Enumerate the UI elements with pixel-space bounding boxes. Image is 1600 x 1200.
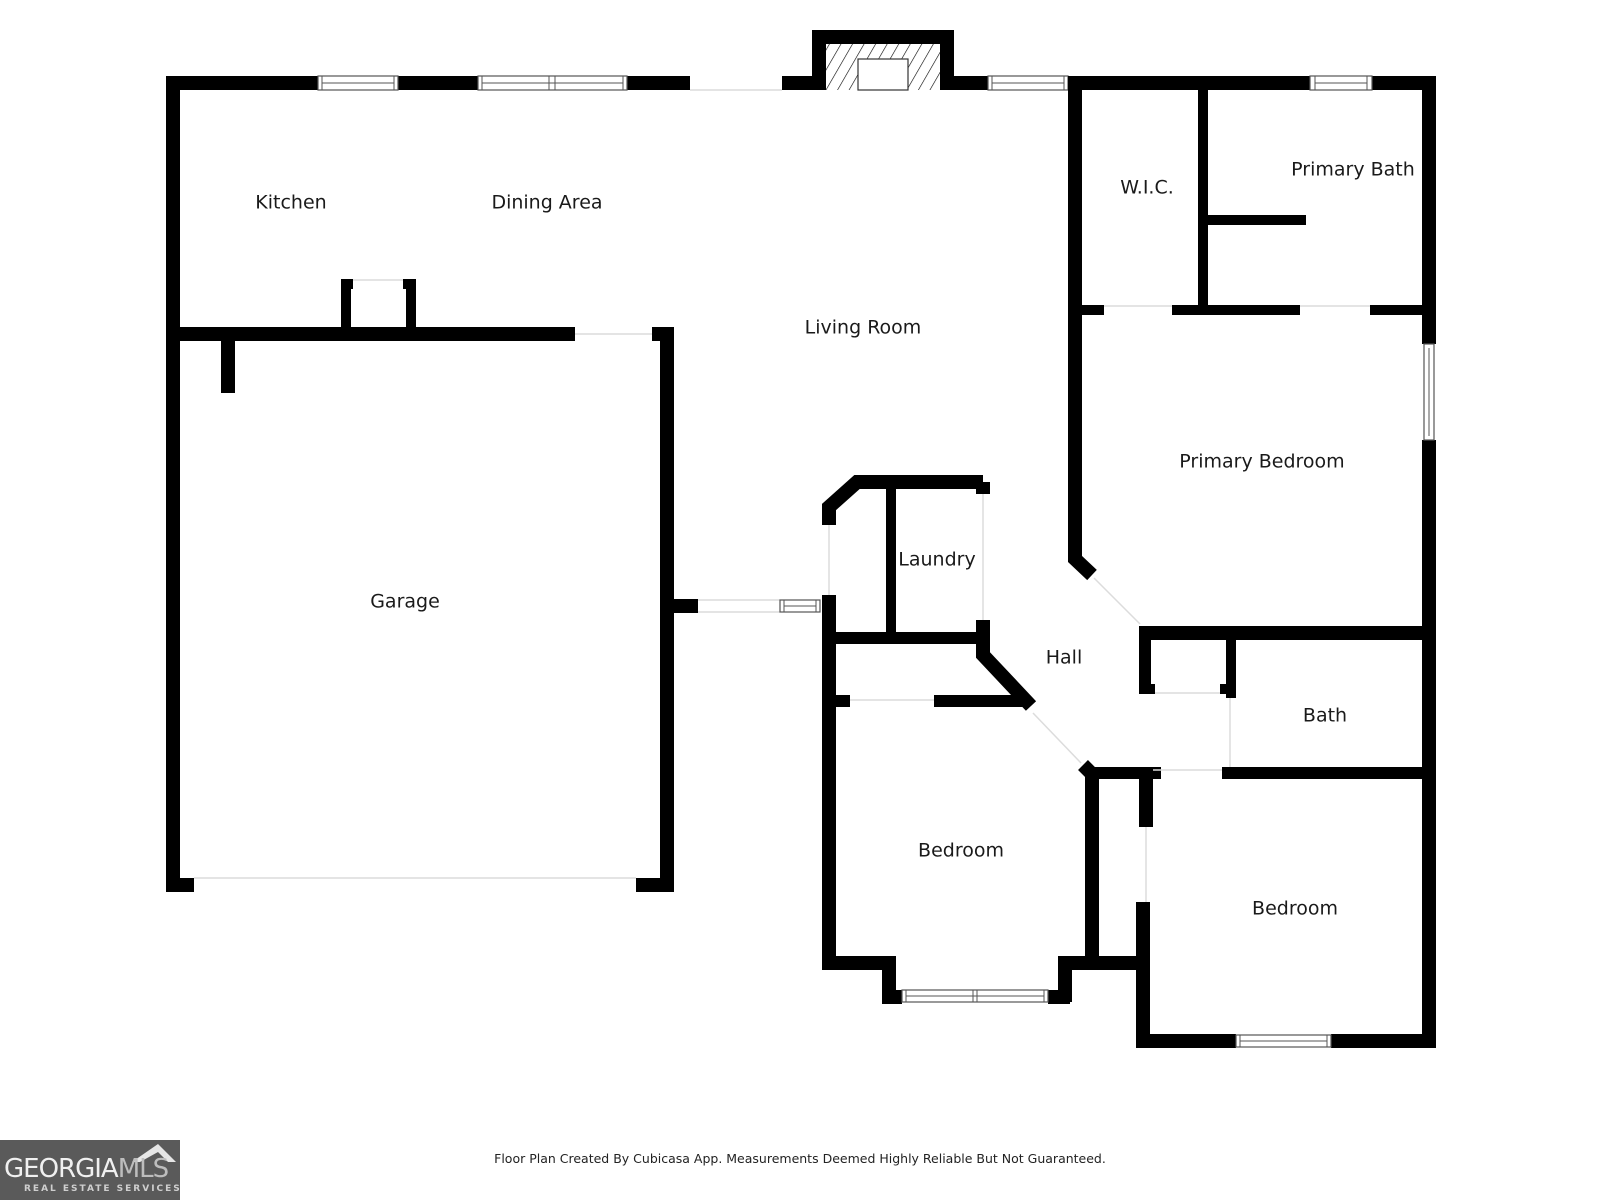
logo-subtitle: REAL ESTATE SERVICES bbox=[24, 1184, 182, 1194]
room-label-bedroom-2: Bedroom bbox=[1252, 898, 1338, 920]
door-garage-entry bbox=[674, 599, 821, 613]
window-bedroom-2 bbox=[1235, 1034, 1332, 1048]
georgia-mls-logo: GEORGIAMLS REAL ESTATE SERVICES bbox=[0, 1140, 180, 1200]
room-label-bath: Bath bbox=[1303, 705, 1347, 727]
wall-bedroom-2 bbox=[1136, 767, 1436, 1048]
room-label-laundry: Laundry bbox=[898, 549, 975, 571]
wall-bedroom-1 bbox=[822, 648, 1161, 1004]
disclaimer-text: Floor Plan Created By Cubicasa App. Meas… bbox=[494, 1151, 1106, 1166]
room-label-primary-bath: Primary Bath bbox=[1291, 159, 1415, 181]
logo-wordmark: GEORGIAMLS bbox=[4, 1154, 169, 1184]
wall-garage-right bbox=[194, 327, 674, 892]
wall-kitchen-garage bbox=[166, 279, 674, 393]
window-living bbox=[987, 75, 1069, 91]
room-label-kitchen: Kitchen bbox=[255, 192, 326, 214]
room-label-wic: W.I.C. bbox=[1120, 177, 1174, 199]
room-label-hall: Hall bbox=[1046, 647, 1083, 669]
window-primary-bath bbox=[1309, 75, 1373, 91]
window-bedroom-1 bbox=[901, 989, 1049, 1003]
window-kitchen bbox=[317, 75, 399, 91]
logo-main-left: GEORGIA bbox=[4, 1154, 119, 1184]
exterior-wall-right bbox=[1422, 76, 1436, 1048]
window-primary-bedroom bbox=[1423, 343, 1435, 441]
room-labels: Kitchen Dining Area Living Room Garage L… bbox=[255, 159, 1415, 920]
window-dining bbox=[477, 75, 628, 91]
exterior-wall-top bbox=[166, 76, 1436, 91]
room-label-garage: Garage bbox=[370, 591, 440, 613]
room-label-bedroom-1: Bedroom bbox=[918, 840, 1004, 862]
room-label-living-room: Living Room bbox=[805, 317, 922, 339]
room-label-dining-area: Dining Area bbox=[491, 192, 602, 214]
wall-hall-closet bbox=[1136, 767, 1153, 1046]
fireplace-icon bbox=[812, 30, 954, 91]
logo-main-right: MLS bbox=[117, 1154, 169, 1184]
exterior-wall-left bbox=[166, 76, 194, 892]
roof-icon bbox=[132, 1144, 176, 1162]
wall-laundry bbox=[822, 475, 990, 967]
wall-bath bbox=[1139, 626, 1436, 767]
room-label-primary-bedroom: Primary Bedroom bbox=[1179, 451, 1344, 473]
wall-primary-suite bbox=[1068, 76, 1436, 625]
